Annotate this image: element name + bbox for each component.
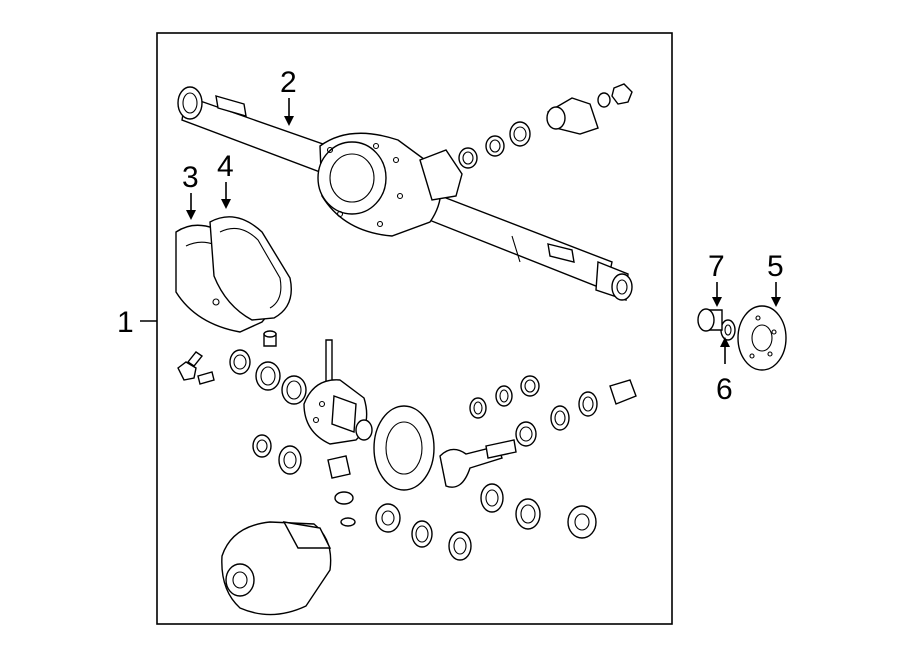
assembly-frame xyxy=(156,32,673,625)
pinion-bearings-upper[interactable] xyxy=(458,121,531,169)
arrow-4 xyxy=(221,199,231,209)
callout-4: 4 xyxy=(217,150,234,183)
pinion-bearings-lower[interactable] xyxy=(469,375,637,447)
carrier-bearings-left[interactable] xyxy=(229,349,307,405)
arrow-6 xyxy=(720,337,730,347)
arrow-7 xyxy=(712,297,722,307)
pinion-gear[interactable] xyxy=(439,439,517,488)
cover-bolt[interactable] xyxy=(263,330,277,347)
axle-housing[interactable] xyxy=(177,86,633,301)
pinion-yoke[interactable] xyxy=(546,83,633,135)
callout-6: 6 xyxy=(716,373,733,406)
callout-2: 2 xyxy=(280,66,297,99)
callout-3: 3 xyxy=(182,161,199,194)
lower-bearings-shims[interactable] xyxy=(375,483,597,561)
callout-5: 5 xyxy=(767,250,784,283)
callout-1: 1 xyxy=(117,306,134,339)
arrow-5 xyxy=(771,297,781,307)
arrow-2 xyxy=(284,116,294,126)
axle-seal[interactable] xyxy=(720,319,736,341)
axle-flange[interactable] xyxy=(737,305,787,371)
axle-bearing[interactable] xyxy=(697,308,723,332)
bolt-and-clip[interactable] xyxy=(177,351,215,385)
callout-7: 7 xyxy=(708,250,725,283)
ring-gear[interactable] xyxy=(355,405,435,491)
limited-slip-unit[interactable] xyxy=(221,521,332,616)
cover-gasket[interactable] xyxy=(209,216,292,321)
side-gears[interactable] xyxy=(252,434,356,527)
arrow-3 xyxy=(186,210,196,220)
